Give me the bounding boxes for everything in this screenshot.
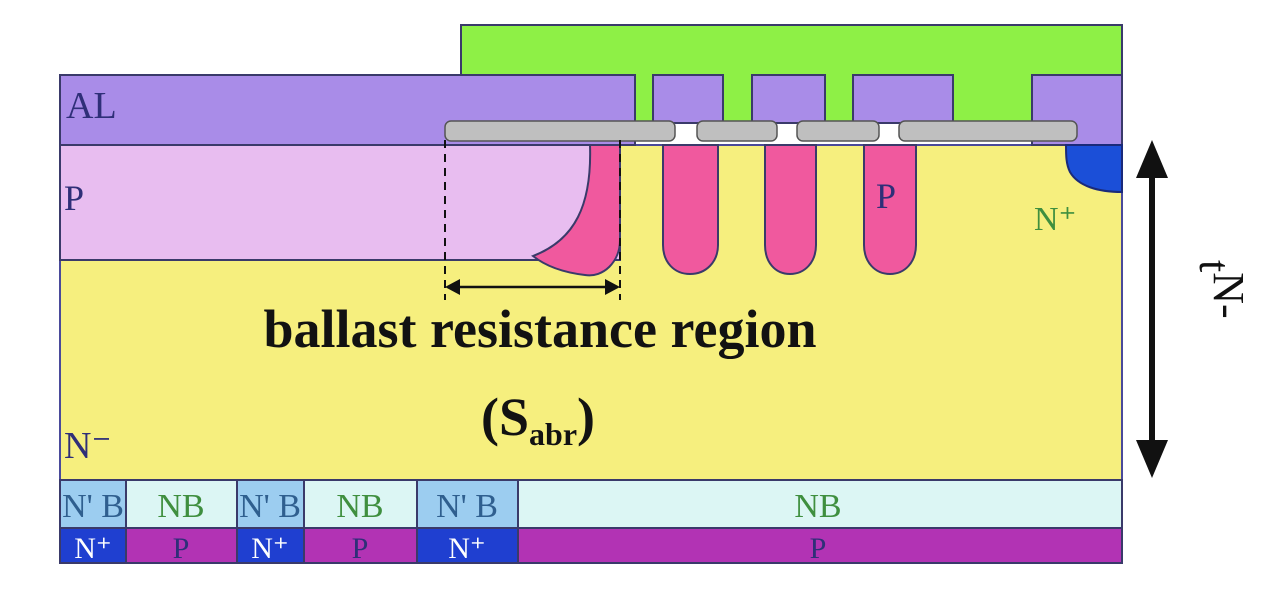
aluminum-contact-3 [852,74,954,124]
collector-label-4: P [352,532,369,565]
label-n-minus: N⁻ [64,425,112,467]
p-base-layer [59,144,621,261]
collector-label-3: N⁺ [251,532,289,565]
oxide-segment-2 [696,120,778,142]
buffer-label-4: NB [336,488,383,525]
collector-cell-6 [517,527,1123,564]
buffer-label-3: N' B [239,488,301,525]
thickness-arrow-head-bottom [1136,440,1168,478]
collector-cell-4 [303,527,418,564]
thickness-arrow-head-top [1136,140,1168,178]
buffer-label-5: N' B [436,488,498,525]
svg-text:tN-: tN- [1190,260,1253,319]
label-p-base: P [64,178,84,218]
oxide-segment-1 [444,120,676,142]
oxide-segment-3 [796,120,880,142]
oxide-segment-4 [898,120,1078,142]
collector-cell-2 [125,527,238,564]
collector-label-5: N⁺ [448,532,486,565]
buffer-label-6: NB [794,488,841,525]
ballast-arrow-head-left [445,279,460,295]
p-plus-well-2 [764,144,817,276]
buffer-cell-6 [517,479,1123,529]
p-plus-well-curved [531,144,621,277]
p-plus-well-1 [662,144,719,276]
collector-label-6: P [810,532,827,565]
ballast-arrow-head-right [605,279,620,295]
buffer-label-2: NB [157,488,204,525]
collector-label-2: P [173,532,190,565]
buffer-cell-5 [416,479,519,529]
collector-label-1: N⁺ [74,532,112,565]
label-n-plus-contact: N⁺ [1034,201,1077,238]
label-al: AL [66,85,117,127]
thickness-label: tN- [1190,260,1253,319]
buffer-cell-1 [59,479,127,529]
ballast-region-title: ballast resistance region [264,299,817,359]
aluminum-contact-1 [652,74,724,124]
ballast-region-symbol: (Sabr) [481,387,595,452]
n-plus-contact [1064,144,1123,194]
collector-cell-3 [236,527,305,564]
buffer-label-1: N' B [62,488,124,525]
p-plus-well-3 [863,144,917,276]
label-p-well: P [876,176,896,216]
collector-cell-5 [416,527,519,564]
aluminum-contact-2 [751,74,826,124]
